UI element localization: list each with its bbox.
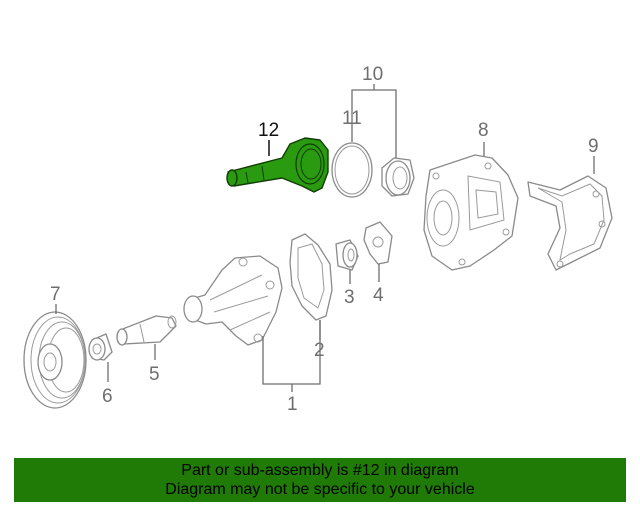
part-11-o-ring[interactable]: [331, 142, 373, 198]
callout-6[interactable]: 6: [102, 386, 113, 407]
callout-7[interactable]: 7: [50, 284, 61, 305]
callout-2[interactable]: 2: [314, 340, 325, 361]
part-10-thermostat[interactable]: [381, 157, 415, 197]
callout-3[interactable]: 3: [344, 287, 355, 308]
callout-12[interactable]: 12: [258, 120, 279, 141]
part-1-water-pump[interactable]: [183, 255, 283, 346]
banner-line-1: Part or sub-assembly is #12 in diagram: [181, 462, 459, 479]
callout-9[interactable]: 9: [588, 136, 599, 157]
callout-4[interactable]: 4: [373, 285, 384, 306]
part-12-water-outlet[interactable]: [226, 137, 329, 193]
callout-10[interactable]: 10: [362, 64, 383, 85]
callout-11[interactable]: 11: [342, 108, 362, 129]
parts-diagram: 1 2 3 4 5 6 7 8 9 10 11 12: [23, 64, 613, 415]
part-6-hub[interactable]: [88, 333, 113, 361]
info-banner: Part or sub-assembly is #12 in diagram D…: [14, 458, 626, 502]
part-7-pulley[interactable]: [23, 311, 87, 409]
part-2-gasket[interactable]: [289, 233, 333, 321]
callout-labels: 1 2 3 4 5 6 7 8 9 10 11 12: [50, 64, 599, 415]
part-9-gasket[interactable]: [527, 175, 613, 271]
callout-8[interactable]: 8: [478, 120, 489, 141]
callout-1[interactable]: 1: [287, 394, 298, 415]
part-8-housing[interactable]: [423, 154, 519, 271]
callout-5[interactable]: 5: [149, 364, 160, 385]
leader-lines: [55, 84, 595, 392]
part-3-seal[interactable]: [335, 239, 359, 271]
banner-line-2: Diagram may not be specific to your vehi…: [165, 481, 475, 498]
part-4-impeller[interactable]: [363, 221, 393, 265]
part-5-shaft[interactable]: [116, 315, 177, 346]
